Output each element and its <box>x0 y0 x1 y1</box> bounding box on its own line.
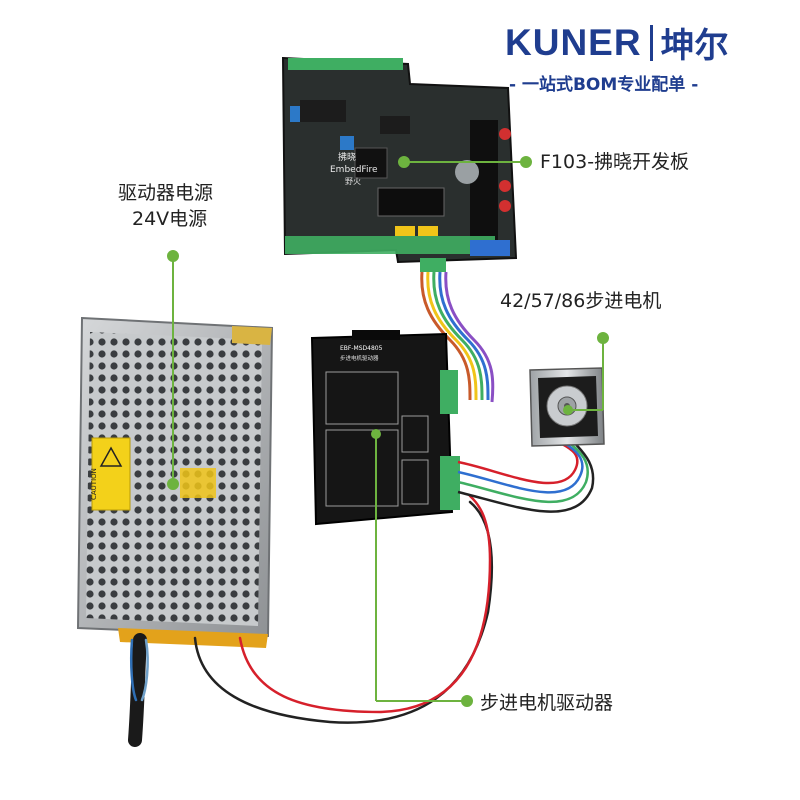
callout-power-supply-line2: 24V电源 <box>132 208 208 230</box>
callout-stepper-driver: 步进电机驱动器 <box>480 692 614 714</box>
motor-wires <box>457 438 595 513</box>
driver-print-model: EBF-MSD4805 <box>340 345 383 352</box>
ribbon-cable <box>420 271 495 403</box>
callout-leaders <box>167 156 609 707</box>
psu-warning-label <box>91 437 131 511</box>
driver-print-name: 步进电机驱动器 <box>340 354 379 362</box>
driver-leader-dot <box>461 695 473 707</box>
board-print-name-2: 野火 <box>345 177 361 186</box>
board-print-name: 拂晓 <box>338 151 356 163</box>
psu-cables <box>128 494 494 747</box>
psu-terminal-strip <box>118 628 268 648</box>
callout-dev-board: F103-拂晓开发板 <box>540 151 690 173</box>
brand-logo: KUNER 坤尔 <box>505 18 729 67</box>
callout-power-supply: 驱动器电源 24V电源 <box>118 180 213 232</box>
brand-name-en: KUNER <box>505 21 642 63</box>
stepper-driver: EBF-MSD4805 步进电机驱动器 <box>310 330 460 526</box>
callout-power-supply-line1: 驱动器电源 <box>118 182 214 204</box>
brand-name-cn: 坤尔 <box>660 26 729 66</box>
motor-leader-dot <box>597 332 609 344</box>
callout-stepper-motor: 42/57/86步进电机 <box>500 290 662 312</box>
warning-triangle-icon <box>99 446 123 467</box>
psu-leader-dot <box>167 250 179 262</box>
board-print-brand: EmbedFire <box>330 165 378 175</box>
board-leader-dot <box>398 156 410 168</box>
brand-tagline: - 一站式BOM专业配单 - <box>509 75 699 95</box>
power-supply <box>76 316 274 648</box>
brand-divider <box>649 24 653 61</box>
